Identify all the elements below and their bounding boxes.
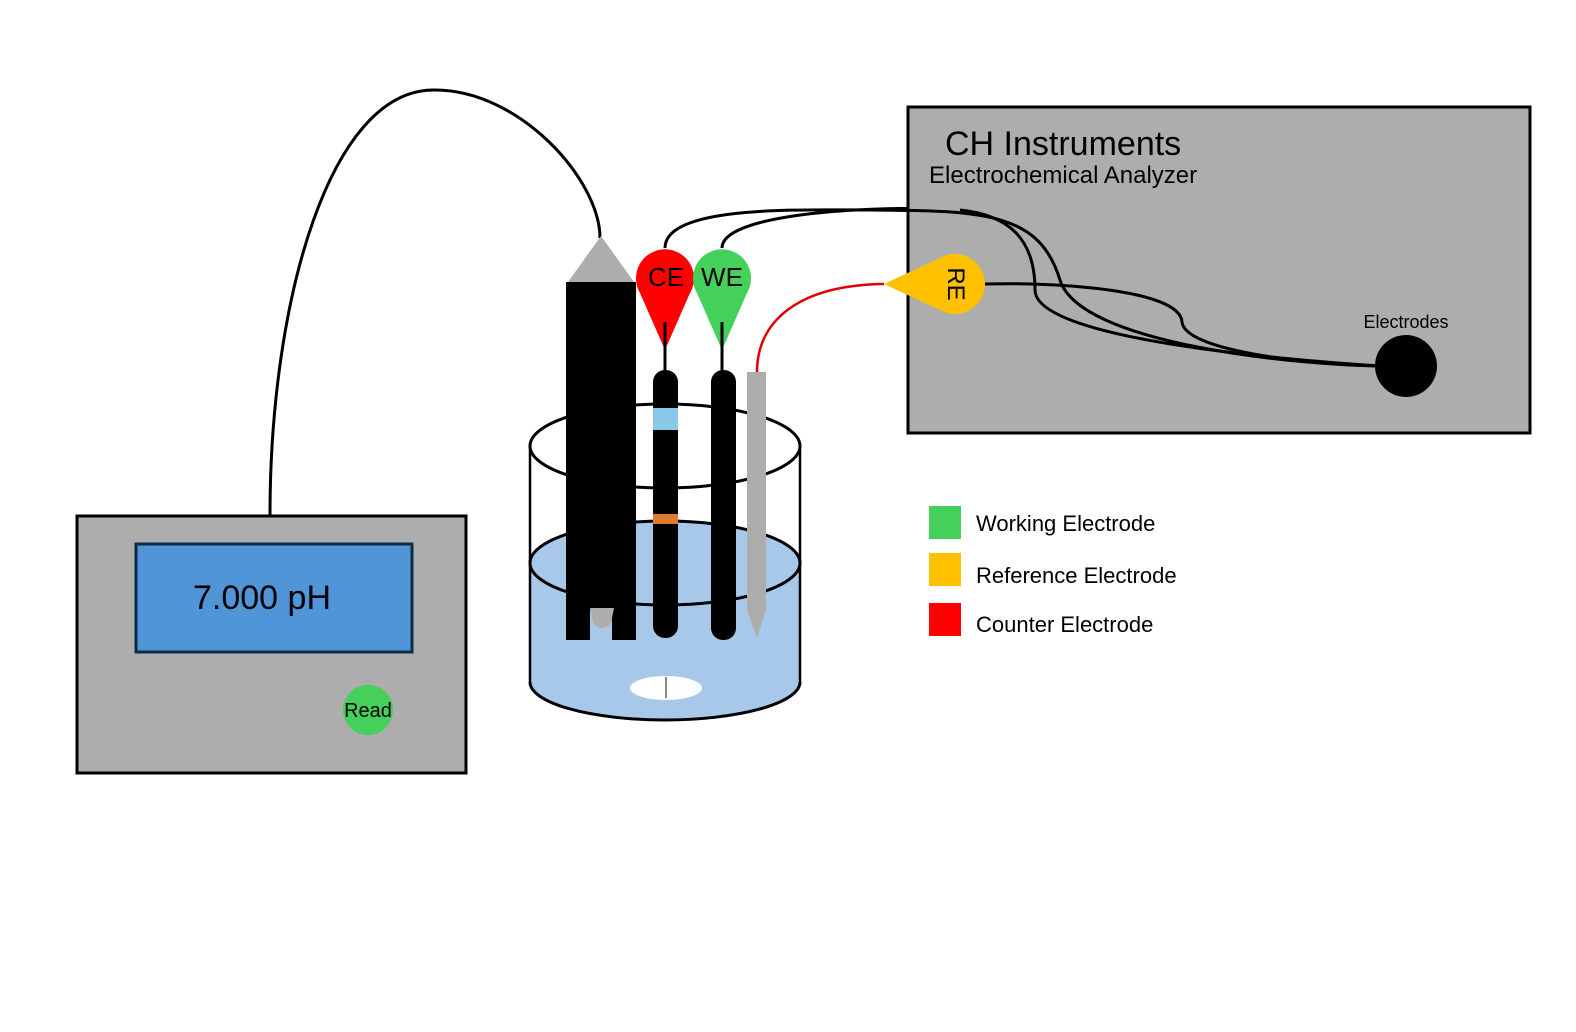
re-cable-over [984, 282, 1381, 368]
legend-swatch-counter [929, 603, 961, 636]
working-electrode [711, 320, 736, 640]
legend-label-working: Working Electrode [976, 511, 1155, 536]
ce-band-blue [653, 408, 678, 430]
counter-electrode [653, 320, 678, 638]
electrodes-port[interactable] [1375, 335, 1437, 397]
we-pin [693, 249, 751, 350]
re-connector[interactable]: RE [884, 254, 985, 314]
read-button[interactable]: Read [343, 685, 393, 735]
ph-probe-cable [268, 88, 602, 516]
we-label: WE [701, 262, 743, 292]
analyzer-brand: CH Instruments [945, 125, 1181, 163]
re-rod [747, 372, 766, 638]
legend-label-counter: Counter Electrode [976, 612, 1153, 637]
ph-probe-body [566, 282, 636, 640]
ce-band-orange [653, 514, 678, 524]
wires-over-analyzer [869, 208, 1381, 368]
ph-meter: 7.000 pH Read [75, 514, 468, 775]
ce-rod [653, 370, 678, 638]
ce-connector[interactable]: CE [636, 249, 694, 352]
ce-pin [636, 249, 694, 350]
legend-swatch-reference [929, 553, 961, 586]
re-lead [755, 282, 885, 373]
ce-label: CE [648, 262, 684, 292]
ph-probe [566, 236, 636, 640]
ph-probe-cap [568, 236, 634, 282]
we-connector[interactable]: WE [693, 249, 751, 352]
ph-reading: 7.000 pH [193, 579, 331, 617]
ph-display [134, 542, 414, 654]
legend-label-reference: Reference Electrode [976, 563, 1177, 588]
we-rod [711, 370, 736, 640]
analyzer-subtitle: Electrochemical Analyzer [929, 162, 1197, 189]
re-pin [884, 254, 985, 314]
re-label: RE [942, 267, 969, 300]
beaker-bottom [528, 681, 802, 722]
legend: Working Electrode Reference Electrode Co… [929, 506, 1177, 637]
electrodes-port-label: Electrodes [1363, 312, 1448, 332]
legend-swatch-working [929, 506, 961, 539]
reference-electrode [747, 372, 766, 638]
ph-probe-bulb [590, 608, 614, 628]
electrochemical-analyzer: CH Instruments Electrochemical Analyzer … [906, 105, 1532, 435]
read-button-label: Read [344, 700, 392, 722]
read-button-circle[interactable] [343, 685, 393, 735]
